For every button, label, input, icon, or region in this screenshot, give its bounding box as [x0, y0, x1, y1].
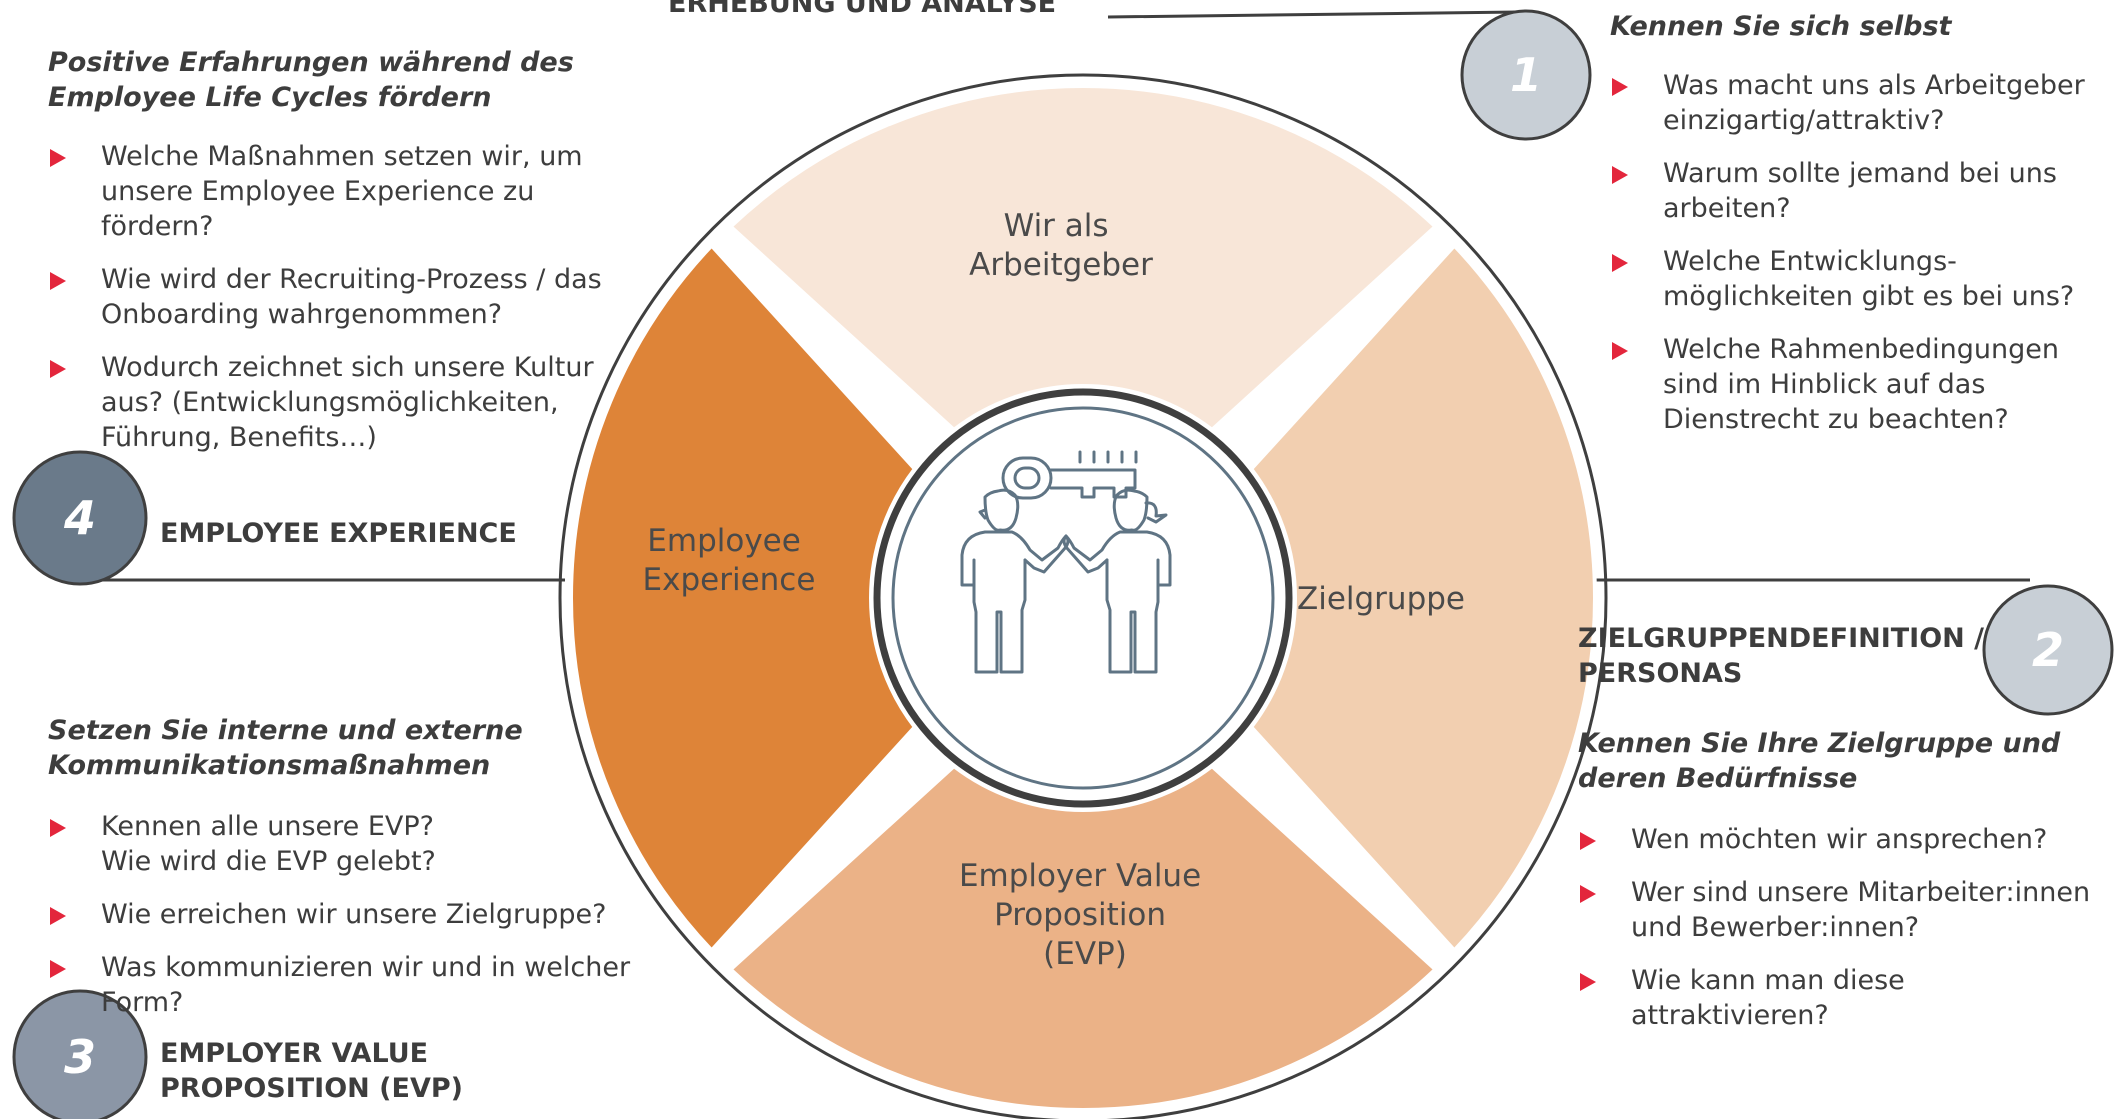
section-3-title-block: EMPLOYER VALUE PROPOSITION (EVP): [160, 1036, 480, 1106]
segment-employee-experience: [568, 242, 918, 954]
outer-ring: [558, 73, 1608, 1119]
bullet-triangle-icon: [1612, 166, 1628, 184]
svg-text:1: 1: [1510, 48, 1542, 102]
bullet-triangle-icon: [1580, 832, 1596, 850]
section-3-list: Kennen alle unsere EVP? Wie wird die EVP…: [48, 809, 708, 1020]
bullet-triangle-icon: [50, 907, 66, 925]
section-2-title-block: ZIELGRUPPENDEFINITION / PERSONAS: [1578, 621, 1988, 691]
section-2-title: ZIELGRUPPENDEFINITION / PERSONAS: [1578, 623, 1985, 689]
bullet-triangle-icon: [50, 960, 66, 978]
bullet-triangle-icon: [1612, 342, 1628, 360]
list-item: Wie kann man diese attraktivieren?: [1578, 963, 2098, 1033]
segment-wir-als-arbeitgeber: [727, 83, 1439, 433]
segment-zielgruppe: [1248, 242, 1597, 954]
section-2: Kennen Sie Ihre Zielgruppe und deren Bed…: [1578, 726, 2098, 1051]
svg-text:2: 2: [2032, 623, 2064, 677]
list-item: Welche Maßnahmen setzen wir, um unsere E…: [48, 139, 608, 244]
list-item: Wie wird der Recruiting-Prozess / das On…: [48, 262, 608, 332]
bullet-triangle-icon: [50, 819, 66, 837]
list-item: Welche Entwicklungs-möglichkeiten gibt e…: [1610, 244, 2090, 314]
bullet-triangle-icon: [50, 149, 66, 167]
segment-label-left: Employee Experience: [643, 523, 816, 598]
segment-label-bottom: Employer Value Proposition (EVP): [959, 858, 1211, 972]
list-item: Wen möchten wir ansprechen?: [1578, 822, 2098, 857]
segment-label-right: Zielgruppe: [1297, 581, 1465, 617]
wheel: [558, 73, 1608, 1119]
svg-text:4: 4: [63, 491, 96, 545]
section-4-list: Welche Maßnahmen setzen wir, um unsere E…: [48, 139, 608, 455]
svg-text:3: 3: [64, 1030, 96, 1084]
inner-icon-circle: [891, 406, 1275, 790]
people-key-icon: [960, 450, 1172, 674]
top-title: ERHEBUNG UND ANALYSE: [668, 0, 1057, 19]
section-4: Positive Erfahrungen während des Employe…: [48, 45, 608, 473]
section-1-list: Was macht uns als Arbeitgeber einzigarti…: [1610, 68, 2090, 437]
section-3-title: EMPLOYER VALUE PROPOSITION (EVP): [160, 1038, 463, 1104]
list-item: Was kommunizieren wir und in welcher For…: [48, 950, 708, 1020]
section-3: Setzen Sie interne und externe Kommunika…: [48, 713, 708, 1038]
section-1: Kennen Sie sich selbst Was macht uns als…: [1610, 9, 2090, 455]
list-item: Welche Rahmenbedingungen sind im Hinblic…: [1610, 332, 2090, 437]
connector-4: [77, 568, 565, 582]
list-item: Wodurch zeichnet sich unsere Kultur aus?…: [48, 350, 608, 455]
bullet-triangle-icon: [1580, 885, 1596, 903]
section-1-subtitle: Kennen Sie sich selbst: [1610, 11, 1952, 42]
badge-4: 4: [12, 450, 148, 586]
segment-label-top: Wir als Arbeitgeber: [969, 208, 1153, 283]
list-item: Wer sind unsere Mitarbeiter:innen und Be…: [1578, 875, 2098, 945]
bullet-triangle-icon: [50, 360, 66, 378]
section-2-subtitle: Kennen Sie Ihre Zielgruppe und deren Bed…: [1578, 728, 2061, 794]
badge-2: 2: [1982, 584, 2114, 716]
bullet-triangle-icon: [1612, 78, 1628, 96]
section-2-list: Wen möchten wir ansprechen? Wer sind uns…: [1578, 822, 2098, 1033]
list-item: Was macht uns als Arbeitgeber einzigarti…: [1610, 68, 2090, 138]
section-3-subtitle: Setzen Sie interne und externe Kommunika…: [48, 715, 523, 781]
list-item: Wie erreichen wir unsere Zielgruppe?: [48, 897, 708, 932]
badge-1: 1: [1460, 9, 1592, 141]
inner-ring: [873, 388, 1293, 808]
bullet-triangle-icon: [1580, 973, 1596, 991]
list-item: Kennen alle unsere EVP? Wie wird die EVP…: [48, 809, 481, 879]
section-4-subtitle: Positive Erfahrungen während des Employe…: [48, 47, 574, 113]
segment-evp: [727, 763, 1439, 1113]
bullet-triangle-icon: [50, 272, 66, 290]
list-item: Warum sollte jemand bei uns arbeiten?: [1610, 156, 2090, 226]
bullet-triangle-icon: [1612, 254, 1628, 272]
section-4-title: EMPLOYEE EXPERIENCE: [160, 518, 517, 549]
badge-3: 3: [12, 989, 148, 1119]
